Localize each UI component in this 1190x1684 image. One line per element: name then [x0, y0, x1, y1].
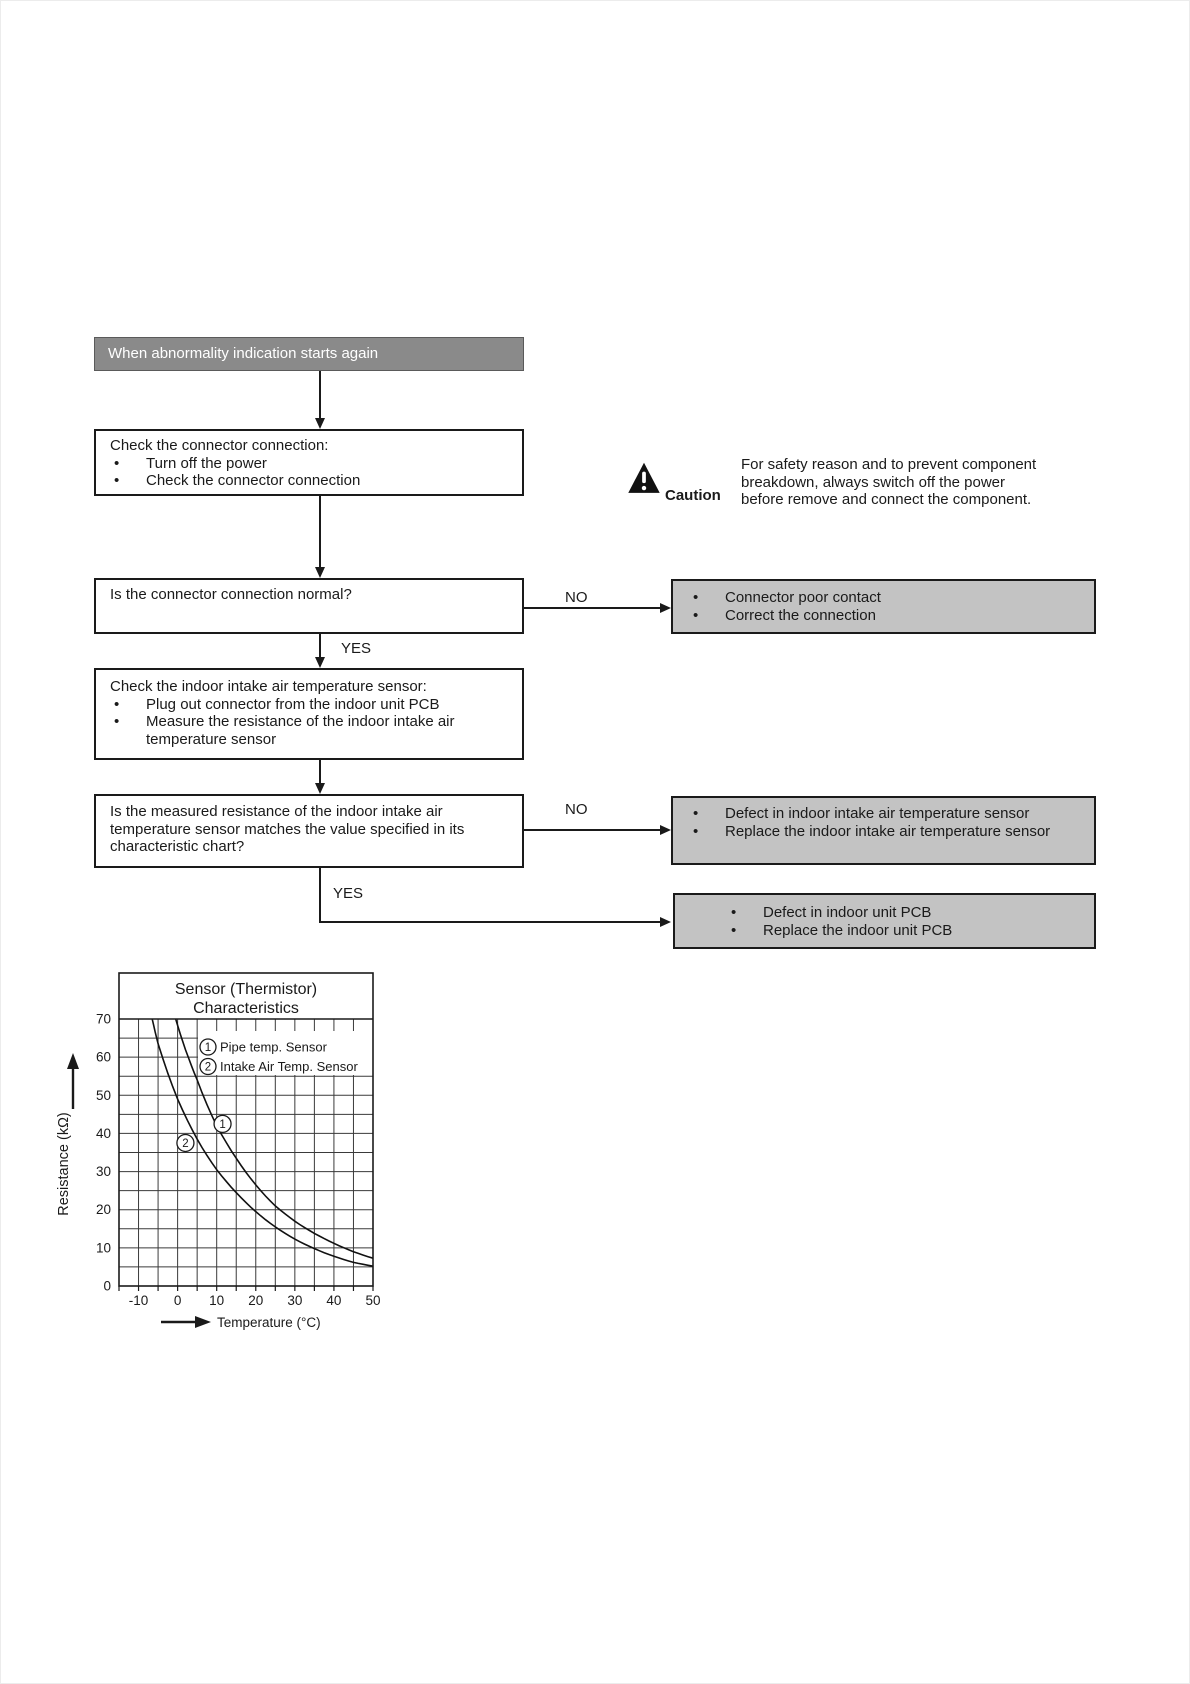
start-box-label: When abnormality indication starts again [108, 345, 379, 362]
start-box: When abnormality indication starts again [94, 337, 524, 371]
bullet-icon: • [114, 454, 120, 472]
bullet-icon: • [693, 805, 699, 822]
flow-connector [524, 607, 660, 609]
legend-entry-pipe-sensor: Pipe temp. Sensor [220, 1040, 328, 1055]
svg-text:40: 40 [96, 1126, 111, 1141]
svg-text:50: 50 [365, 1293, 380, 1308]
svg-text:0: 0 [174, 1293, 182, 1308]
process-box-check-sensor: Check the indoor intake air temperature … [94, 668, 524, 760]
yes-branch-label: YES [341, 640, 372, 657]
arrow-right-icon [660, 602, 671, 613]
svg-text:20: 20 [96, 1202, 111, 1217]
svg-text:70: 70 [96, 1012, 111, 1027]
caution-text: For safety reason and to prevent compone… [741, 456, 1036, 509]
decision-box-connection-normal: Is the connector connection normal? [94, 578, 524, 634]
y-axis-label: Resistance (kΩ) [56, 1053, 79, 1216]
caution-triangle-icon [628, 462, 660, 493]
legend-entry-intake-sensor: Intake Air Temp. Sensor [220, 1059, 358, 1074]
svg-text:2: 2 [182, 1138, 188, 1150]
list-item: •Replace the indoor unit PCB [731, 921, 953, 939]
svg-text:0: 0 [103, 1279, 111, 1294]
list-item: •Connector poor contact [693, 589, 881, 606]
decision-question: Is the connector connection normal? [110, 586, 352, 603]
process-title: Check the indoor intake air temperature … [110, 678, 427, 695]
flow-connector [319, 760, 321, 784]
curve-markers: 12 [176, 1114, 232, 1153]
bullet-icon: • [693, 822, 699, 840]
process-title: Check the connector connection: [110, 437, 329, 454]
y-axis-title: Resistance (kΩ) [56, 1112, 72, 1216]
svg-text:30: 30 [96, 1164, 111, 1179]
arrow-right-icon [660, 824, 671, 835]
svg-text:30: 30 [287, 1293, 302, 1308]
no-branch-label: NO [565, 589, 588, 606]
sensor-characteristics-chart: 1 Pipe temp. Sensor 2 Intake Air Temp. S… [56, 972, 381, 1330]
result-box-connector-poor-contact: •Connector poor contact •Correct the con… [671, 579, 1096, 634]
caution-line: breakdown, always switch off the power [741, 473, 1006, 491]
list-item: •Correct the connection [693, 606, 876, 624]
bullet-icon: • [114, 695, 120, 713]
chart-legend: 1 Pipe temp. Sensor 2 Intake Air Temp. S… [198, 1031, 373, 1076]
arrow-down-icon [314, 567, 325, 578]
bullet-icon: • [731, 904, 737, 921]
caution-label: Caution [665, 487, 721, 504]
caution-line: For safety reason and to prevent compone… [741, 456, 1037, 473]
yes-branch-label: YES [333, 885, 364, 902]
list-item: •Check the connector connection [114, 472, 361, 489]
list-item: •Defect in indoor intake air temperature… [693, 805, 1030, 822]
x-axis-title: Temperature (°C) [217, 1315, 321, 1330]
flow-connector [319, 634, 321, 658]
flow-connector [319, 921, 660, 923]
decision-question: Is the measured resistance of the indoor… [110, 803, 465, 855]
arrow-down-icon [314, 783, 325, 794]
arrow-right-icon [660, 916, 671, 927]
flow-connector [319, 868, 321, 923]
bullet-icon: • [114, 713, 120, 730]
list-item: •Turn off the power [114, 454, 267, 472]
chart-frame: Sensor (Thermistor) Characteristics [118, 972, 374, 1287]
list-item: •Measure the resistance of the indoor in… [114, 713, 455, 748]
flow-connector [319, 496, 321, 568]
flow-connector [524, 829, 660, 831]
x-axis-label: Temperature (°C) [161, 1315, 321, 1330]
chart-title-line2: Characteristics [193, 1000, 299, 1017]
svg-text:50: 50 [96, 1088, 111, 1103]
bullet-icon: • [693, 589, 699, 606]
chart-curves [151, 1018, 374, 1267]
chart-title-line1: Sensor (Thermistor) [175, 981, 317, 998]
svg-text:1: 1 [219, 1119, 225, 1131]
svg-text:40: 40 [326, 1293, 341, 1308]
svg-text:-10: -10 [129, 1293, 149, 1308]
bullet-icon: • [114, 472, 120, 489]
arrow-down-icon [314, 418, 325, 429]
result-box-pcb-defect: •Defect in indoor unit PCB •Replace the … [673, 893, 1096, 949]
legend-marker-2: 2 [205, 1062, 211, 1074]
legend-marker-1: 1 [205, 1042, 211, 1054]
chart-tick-labels: 0 10 20 30 40 50 60 70 -10 0 10 20 30 40 50 [96, 1012, 381, 1309]
result-box-sensor-defect: •Defect in indoor intake air temperature… [671, 796, 1096, 865]
caution-line: before remove and connect the component. [741, 491, 1032, 508]
bullet-icon: • [693, 606, 699, 624]
list-item: •Defect in indoor unit PCB [731, 904, 932, 921]
decision-box-resistance-matches: Is the measured resistance of the indoor… [94, 794, 524, 868]
svg-text:20: 20 [248, 1293, 263, 1308]
svg-text:60: 60 [96, 1050, 111, 1065]
list-item: •Replace the indoor intake air temperatu… [693, 822, 1051, 840]
no-branch-label: NO [565, 801, 588, 818]
svg-text:10: 10 [96, 1240, 111, 1255]
list-item: •Plug out connector from the indoor unit… [114, 695, 440, 713]
arrow-down-icon [314, 657, 325, 668]
svg-text:10: 10 [209, 1293, 224, 1308]
bullet-icon: • [731, 921, 737, 939]
process-box-check-connector: Check the connector connection: •Turn of… [94, 429, 524, 496]
flow-connector [319, 371, 321, 419]
